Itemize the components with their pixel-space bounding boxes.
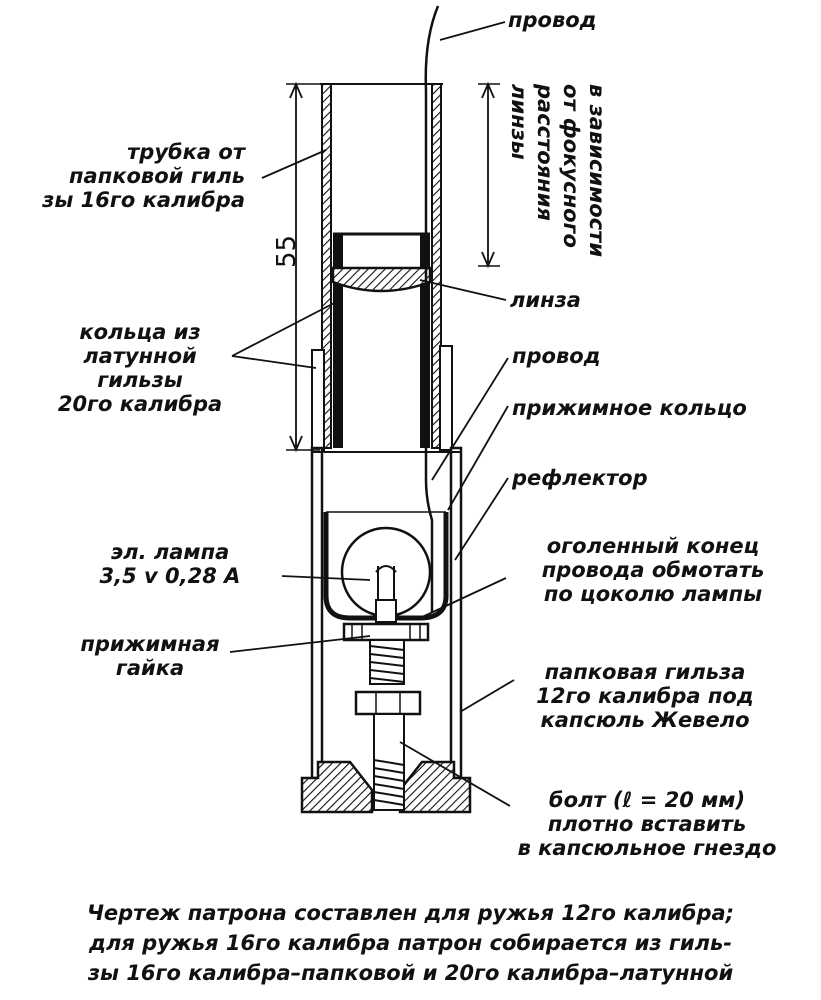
lens (331, 266, 432, 293)
bare-end-label: оголенный конец провода обмотать по цоко… (508, 534, 798, 606)
lamp-label: эл. лампа 3,5 v 0,28 А (60, 540, 280, 588)
bolt-label-line: болт (ℓ = 20 мм) (548, 788, 746, 812)
focal-note: в зависимости от фокусного расстояния ли… (506, 84, 610, 257)
rings-label-line: латунной (83, 344, 197, 368)
clamp-nut-label-line: гайка (115, 656, 185, 680)
lens-label: линза (510, 288, 581, 312)
caption-line: Чертеж патрона составлен для ружья 12го … (86, 901, 735, 925)
focal-note-line: в зависимости (585, 84, 609, 258)
caption-line: зы 16го калибра–папковой и 20го калибра–… (87, 961, 734, 985)
lower-case (300, 446, 472, 814)
paper-case-label: папковая гильза 12го калибра под капсюль… (510, 660, 780, 732)
tube-label-line: папковой гиль (69, 164, 245, 188)
bolt-label-line: в капсюльное гнездо (517, 836, 777, 860)
tube-label-line: зы 16го калибра (42, 188, 245, 212)
bare-end-label-line: оголенный конец (546, 534, 760, 558)
focal-bracket (478, 81, 500, 269)
wire-mid-label: провод (512, 344, 601, 368)
tube-label-line: трубка от (127, 140, 245, 164)
focal-note-line: расстояния (533, 84, 557, 221)
bare-end-label-line: провода обмотать (541, 558, 765, 582)
rings-label-line: кольца из (79, 320, 201, 344)
lamp-bulb (340, 526, 432, 623)
wire-top-label: провод (508, 8, 597, 32)
dimension-label: 55 (272, 234, 302, 268)
tube-label: трубка от папковой гиль зы 16го калибра (30, 140, 245, 212)
paper-case-label-line: 12го калибра под (536, 684, 754, 708)
rings-label-line: 20го калибра (57, 392, 223, 416)
dimension-55 (286, 81, 320, 453)
focal-note-line: от фокусного (559, 84, 583, 248)
bolt (354, 690, 422, 811)
clamp-ring-label: прижимное кольцо (512, 396, 747, 420)
upper-tube (320, 83, 443, 449)
wire (424, 5, 440, 612)
clamp-nut-label-line: прижимная (80, 632, 220, 656)
rings-label-line: гильзы (97, 368, 183, 392)
focal-note-line: линзы (507, 84, 531, 160)
clamp-nut (342, 622, 430, 685)
rings-label: кольца из латунной гильзы 20го калибра (40, 320, 240, 416)
paper-case-label-line: папковая гильза (544, 660, 746, 684)
lamp-label-line: 3,5 v 0,28 А (99, 564, 241, 588)
bare-end-label-line: по цоколю лампы (543, 582, 763, 606)
caption-line: для ружья 16го калибра патрон собирается… (89, 931, 732, 955)
leader-lines (229, 21, 515, 807)
reflector-label: рефлектор (512, 466, 648, 490)
bolt-label-line: плотно вставить (547, 812, 747, 836)
paper-case-label-line: капсюль Жевело (540, 708, 750, 732)
lamp-label-line: эл. лампа (110, 540, 230, 564)
figure-caption: Чертеж патрона составлен для ружья 12го … (0, 898, 821, 988)
bolt-label: болт (ℓ = 20 мм) плотно вставить в капсю… (512, 788, 782, 860)
clamp-nut-label: прижимная гайка (60, 632, 240, 680)
